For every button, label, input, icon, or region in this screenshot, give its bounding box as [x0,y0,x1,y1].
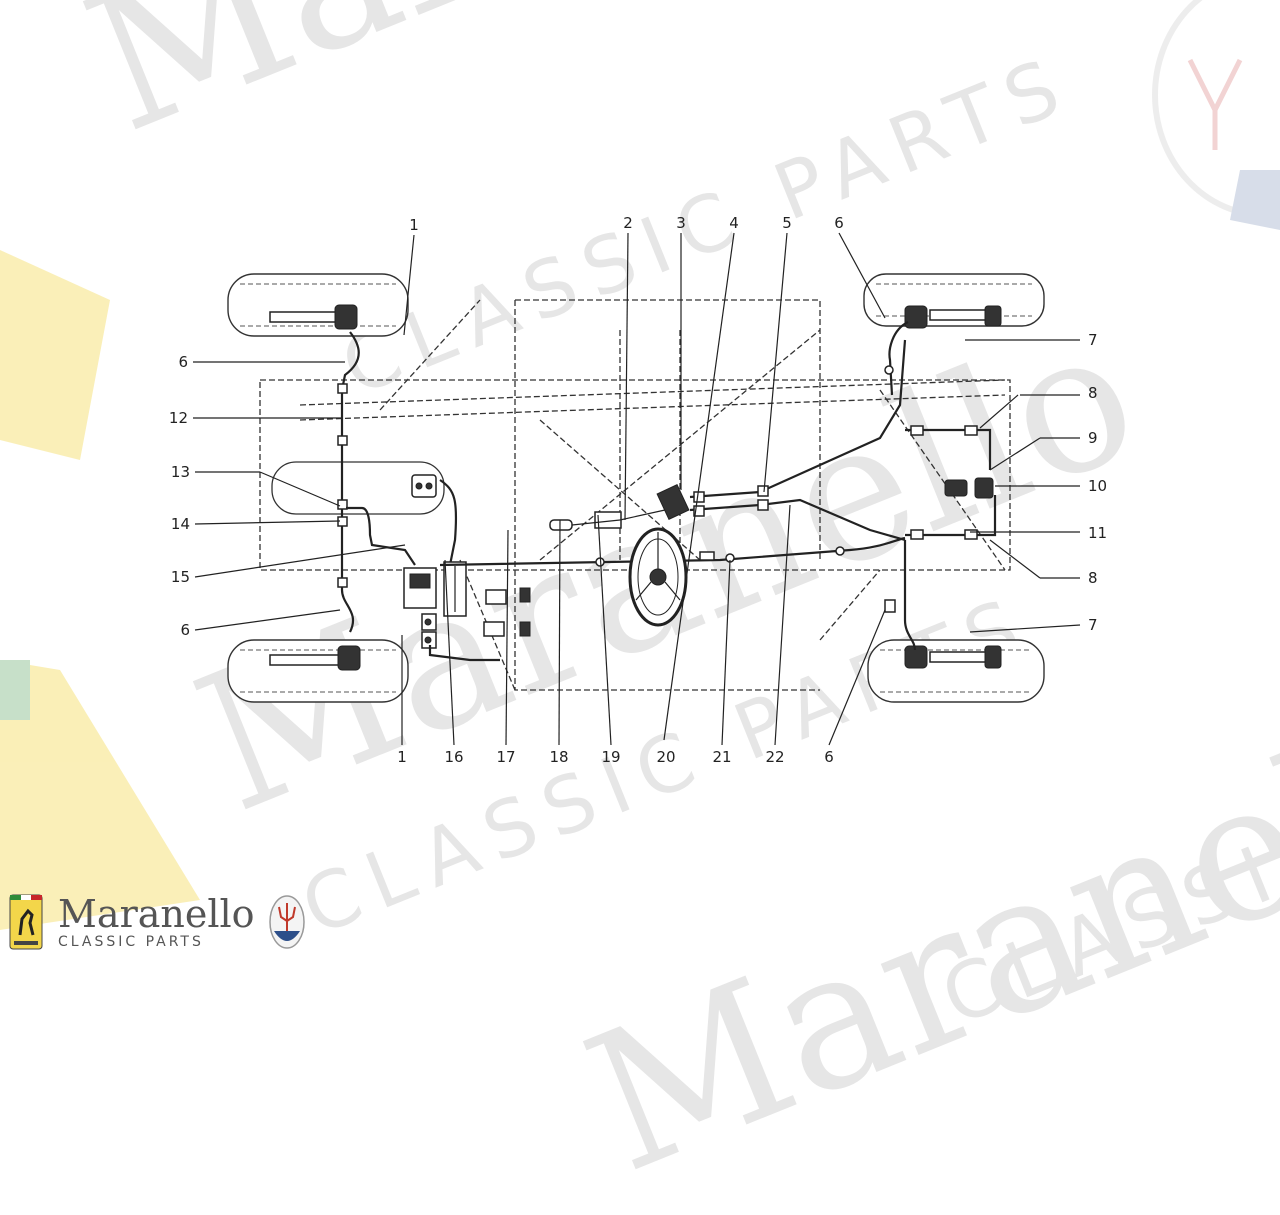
callout-18: 18 [549,748,568,766]
callout-3: 3 [676,214,686,232]
callout-6-left-upper: 6 [178,353,188,371]
callout-1-bottom: 1 [397,748,407,766]
wheel-rear-left [227,639,409,703]
callout-11: 11 [1088,524,1107,542]
callout-5: 5 [782,214,792,232]
callout-4: 4 [729,214,739,232]
steering-wheel [628,527,688,627]
tank-outlet [411,474,437,498]
right-brake-lines [884,321,997,651]
callout-6-top: 6 [834,214,844,232]
left-brake-lines [337,331,458,633]
wheel-front-left [227,273,409,337]
brand-name: Maranello [58,892,255,936]
maserati-emblem-icon [1152,0,1280,230]
callout-9: 9 [1088,429,1098,447]
callout-21: 21 [712,748,731,766]
callout-13: 13 [171,463,190,481]
callout-10: 10 [1088,477,1107,495]
callout-labels-top: 1 2 3 4 5 6 [409,214,844,234]
callout-8-lower: 8 [1088,569,1098,587]
callout-12: 12 [169,409,188,427]
callout-20: 20 [656,748,675,766]
prancing-horse-shield-icon [9,894,43,950]
callout-labels-left: 6 12 13 14 15 6 [169,353,190,639]
master-cylinder-cluster [403,561,531,662]
brand-tagline: CLASSIC PARTS [58,934,204,950]
callout-17: 17 [496,748,515,766]
brand-logo[interactable]: Maranello CLASSIC PARTS [8,893,307,951]
trident-badge-icon [268,895,305,949]
handbrake-assembly [549,339,907,542]
callout-labels-right: 7 8 9 10 11 8 7 [1088,331,1107,634]
callout-8-upper: 8 [1088,384,1098,402]
callout-6-left-lower: 6 [180,621,190,639]
ferrari-emblem-icon [0,250,200,930]
wheel-rear-right [867,639,1045,703]
callout-16: 16 [444,748,463,766]
wheel-front-right [863,273,1045,329]
callout-labels-bottom: 1 16 17 18 19 20 21 22 6 [397,748,834,766]
fuel-tank [271,461,445,515]
callout-14: 14 [171,515,190,533]
callout-22: 22 [765,748,784,766]
callout-7-upper: 7 [1088,331,1098,349]
callout-15: 15 [171,568,190,586]
callout-19: 19 [601,748,620,766]
background-emblems [0,0,1280,930]
callout-2: 2 [623,214,633,232]
callout-7-lower: 7 [1088,616,1098,634]
callout-leaders [193,232,1081,746]
brake-system-diagram: 1 2 3 4 5 6 6 12 13 14 15 6 7 8 9 10 11 … [169,214,1107,766]
callout-6-bottom: 6 [824,748,834,766]
chassis-frame [259,299,1011,691]
callout-1-top: 1 [409,216,419,234]
